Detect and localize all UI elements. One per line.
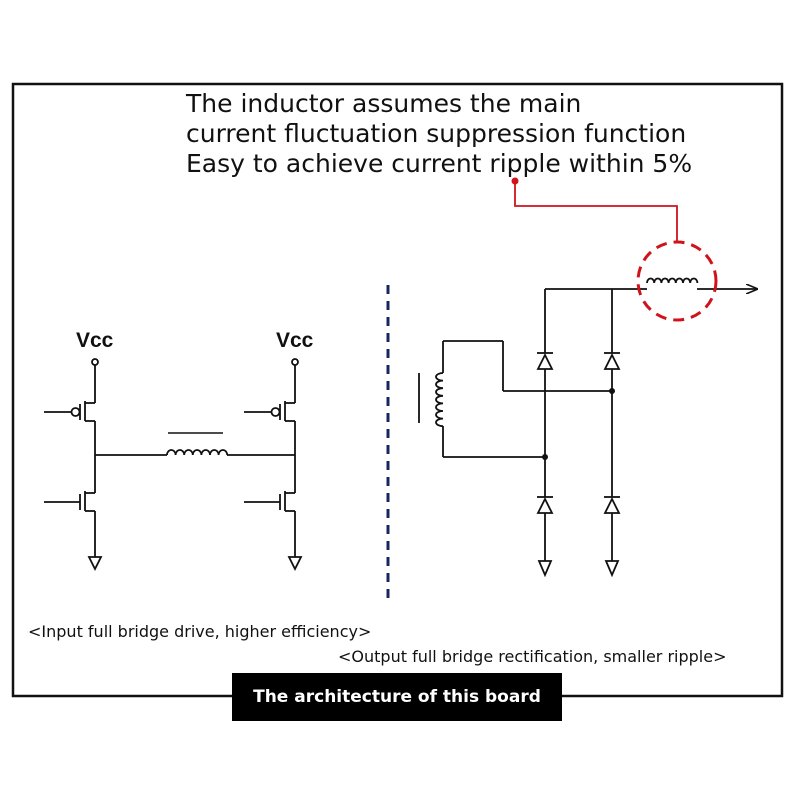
- caption-box: The architecture of this board: [232, 673, 562, 721]
- right-half-bridge: [244, 358, 303, 572]
- input-stage-note: <Input full bridge drive, higher efficie…: [28, 622, 372, 641]
- caption-text: The architecture of this board: [253, 687, 541, 707]
- vcc-terminal-right: [291, 358, 299, 366]
- headline-line-3: Easy to achieve current ripple within 5%: [186, 149, 693, 178]
- pmos-transistor-left: [44, 401, 96, 455]
- bridge-inductor: [95, 432, 295, 456]
- diode-upper-left: [536, 352, 554, 370]
- rectifier-leg-left: [536, 289, 554, 578]
- nmos-transistor-right: [244, 491, 295, 512]
- junction-dot: [609, 388, 615, 394]
- junction-dot: [542, 454, 548, 460]
- output-stage-note: <Output full bridge rectification, small…: [338, 647, 727, 666]
- callout-leader: [514, 181, 678, 242]
- vcc-label-left: Vcc: [76, 329, 114, 352]
- left-half-bridge: [44, 358, 103, 572]
- diode-lower-right: [603, 496, 621, 514]
- headline-line-2: current fluctuation suppression function: [186, 119, 687, 148]
- input-full-bridge: [44, 358, 303, 572]
- transformer-secondary: [418, 340, 612, 458]
- diode-upper-right: [603, 352, 621, 370]
- inductor-callout: [511, 177, 718, 322]
- vcc-label-right: Vcc: [276, 329, 314, 352]
- pmos-transistor-right: [244, 401, 296, 455]
- headline-line-1: The inductor assumes the main: [186, 89, 582, 118]
- vcc-terminal-left: [91, 358, 99, 366]
- ground-symbol-right: [287, 556, 303, 572]
- nmos-transistor-left: [44, 491, 95, 512]
- ground-symbol-left: [87, 556, 103, 572]
- diode-lower-left: [536, 496, 554, 514]
- ground-symbol-output-left: [537, 560, 553, 578]
- callout-dot: [511, 177, 519, 185]
- ground-symbol-output-right: [604, 560, 620, 578]
- output-filter-inductor: [545, 277, 757, 290]
- rectifier-leg-right: [603, 289, 621, 578]
- output-full-bridge: [418, 277, 757, 578]
